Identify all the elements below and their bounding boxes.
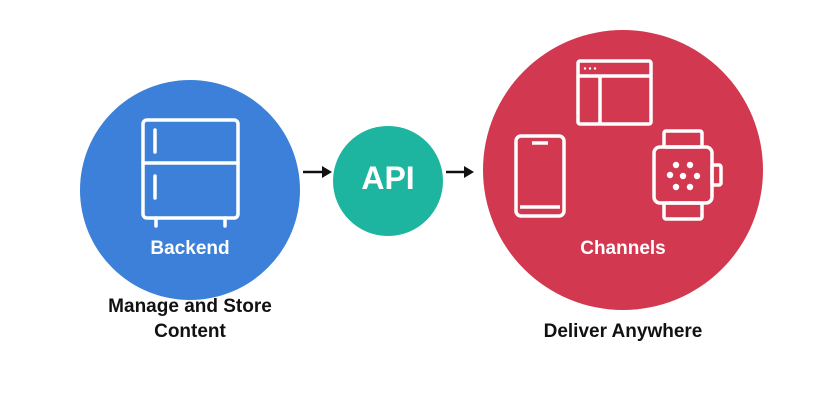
right-arrow-icon (446, 166, 474, 178)
server-cabinet-icon (141, 118, 240, 228)
backend-label: Backend (150, 238, 230, 259)
smartwatch-icon (652, 129, 723, 221)
api-circle (333, 126, 443, 236)
right-arrow-icon (303, 166, 332, 178)
backend-caption: Manage and Store Content (70, 294, 310, 344)
api-label: API (361, 160, 415, 196)
smartphone-icon (514, 134, 566, 218)
channels-label: Channels (580, 238, 666, 259)
backend-caption-line1: Manage and Store (108, 296, 272, 317)
channels-caption: Deliver Anywhere (543, 321, 703, 342)
backend-caption-line2: Content (154, 321, 226, 342)
browser-window-icon (576, 59, 653, 126)
backend-circle (80, 80, 300, 300)
